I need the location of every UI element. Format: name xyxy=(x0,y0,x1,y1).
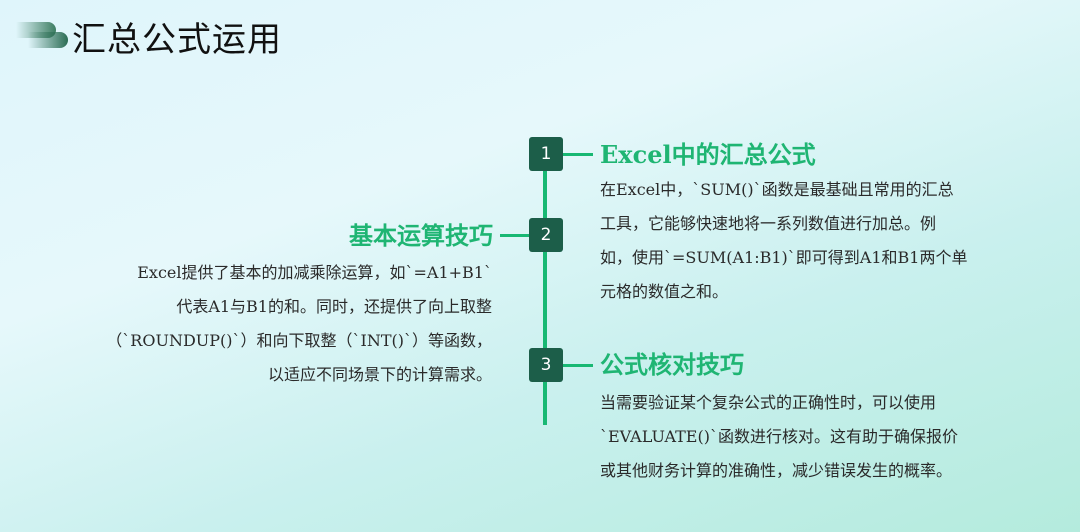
step-1-heading: Excel中的汇总公式 xyxy=(600,140,816,169)
connector-2 xyxy=(500,234,529,237)
connector-1 xyxy=(563,153,593,156)
text-line: 如，使用`=SUM(A1:B1)`即可得到A1和B1两个单 xyxy=(600,248,968,267)
step-3-heading: 公式核对技巧 xyxy=(600,350,744,379)
text-line: 或其他财务计算的准确性，减少错误发生的概率。 xyxy=(600,461,953,480)
text-line: 元格的数值之和。 xyxy=(600,282,729,301)
text-line: 以适应不同场景下的计算需求。 xyxy=(267,365,492,384)
text-line: 代表A1与B1的和。同时，还提供了向上取整 xyxy=(176,297,492,316)
step-2-text: Excel提供了基本的加减乘除运算，如`=A1+B1` 代表A1与B1的和。同时… xyxy=(106,256,492,392)
text-line: （`ROUNDUP()`）和向下取整（`INT()`）等函数， xyxy=(106,331,492,350)
step-3-text: 当需要验证某个复杂公式的正确性时，可以使用 `EVALUATE()`函数进行核对… xyxy=(600,386,958,488)
step-number-1: 1 xyxy=(529,137,563,171)
connector-3 xyxy=(563,364,593,367)
step-number-2: 2 xyxy=(529,218,563,252)
step-1-text: 在Excel中，`SUM()`函数是最基础且常用的汇总 工具，它能够快速地将一系… xyxy=(600,173,967,309)
timeline-line xyxy=(543,140,547,425)
text-line: `EVALUATE()`函数进行核对。这有助于确保报价 xyxy=(600,427,958,446)
text-line: 工具，它能够快速地将一系列数值进行加总。例 xyxy=(600,214,937,233)
text-line: 当需要验证某个复杂公式的正确性时，可以使用 xyxy=(600,393,937,412)
logo-icon xyxy=(16,22,68,48)
text-line: Excel提供了基本的加减乘除运算，如`=A1+B1` xyxy=(137,263,492,282)
page-title: 汇总公式运用 xyxy=(72,20,282,60)
text-line: 在Excel中，`SUM()`函数是最基础且常用的汇总 xyxy=(600,180,954,199)
step-2-heading: 基本运算技巧 xyxy=(349,221,493,250)
step-number-3: 3 xyxy=(529,348,563,382)
